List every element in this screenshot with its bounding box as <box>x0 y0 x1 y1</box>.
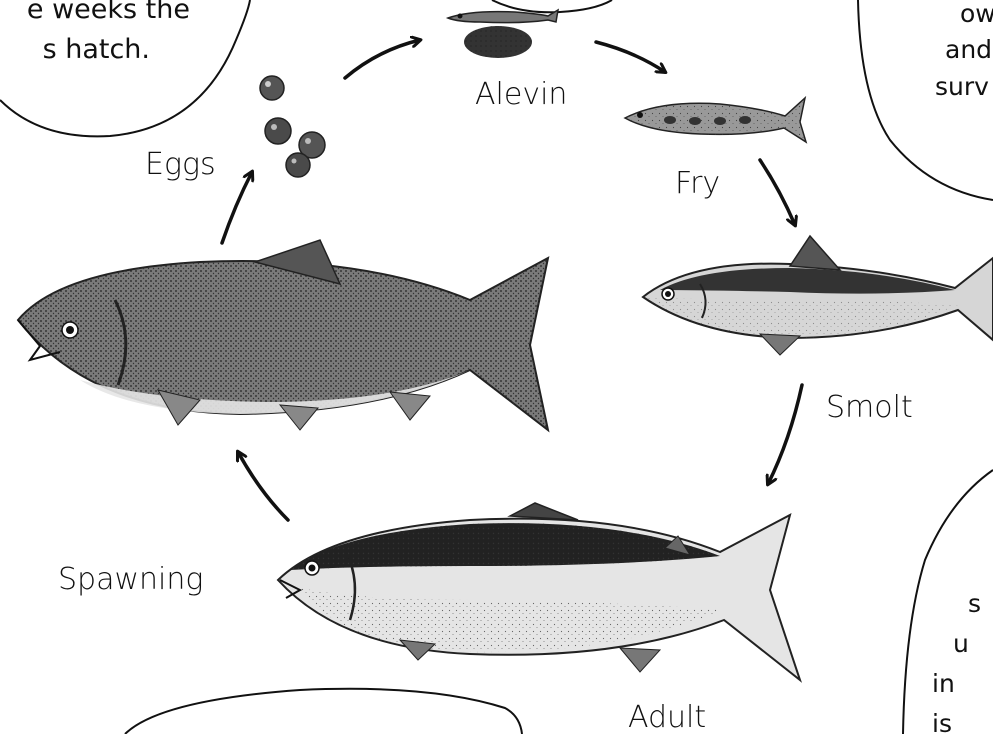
bubble-top-right-line3: surv <box>935 72 989 101</box>
bubble-bottom-left <box>125 689 522 734</box>
bubble-bottom-right: s u in is <box>903 470 993 734</box>
arrow-fry-to-smolt <box>760 160 795 225</box>
bubble-top-center <box>492 0 612 12</box>
bubble-top-left: e weeks the s hatch. <box>0 0 250 136</box>
bubble-bottom-right-line3: in <box>932 669 955 698</box>
label-smolt: Smolt <box>826 390 913 425</box>
bubble-top-left-line1: e weeks the <box>27 0 190 25</box>
label-eggs: Eggs <box>145 147 216 182</box>
label-alevin: Alevin <box>475 77 567 112</box>
bubble-bottom-right-line1: s <box>968 589 981 618</box>
alevin-illustration <box>448 10 558 58</box>
adult-illustration <box>278 503 800 680</box>
label-spawning: Spawning <box>58 562 203 597</box>
bubble-top-right: own and surv <box>858 0 993 200</box>
spawning-salmon-illustration <box>18 240 548 430</box>
bubble-top-left-line2: s hatch. <box>43 34 150 65</box>
arrow-smolt-to-adult <box>768 385 802 484</box>
bubble-top-right-line2: and <box>945 35 992 64</box>
bubble-bottom-right-line4: is <box>932 709 952 734</box>
arrow-eggs-to-alevin <box>345 40 420 78</box>
label-fry: Fry <box>675 166 720 201</box>
arrow-alevin-to-fry <box>596 42 665 72</box>
arrow-adult-to-spawning <box>238 452 288 520</box>
bubble-top-right-line1: own <box>960 0 993 28</box>
fry-illustration <box>625 98 806 142</box>
arrow-spawning-to-eggs <box>222 172 252 243</box>
smolt-illustration <box>643 236 993 355</box>
bubble-bottom-right-line2: u <box>953 629 969 658</box>
eggs-illustration <box>260 76 325 177</box>
label-adult: Adult <box>628 700 706 734</box>
